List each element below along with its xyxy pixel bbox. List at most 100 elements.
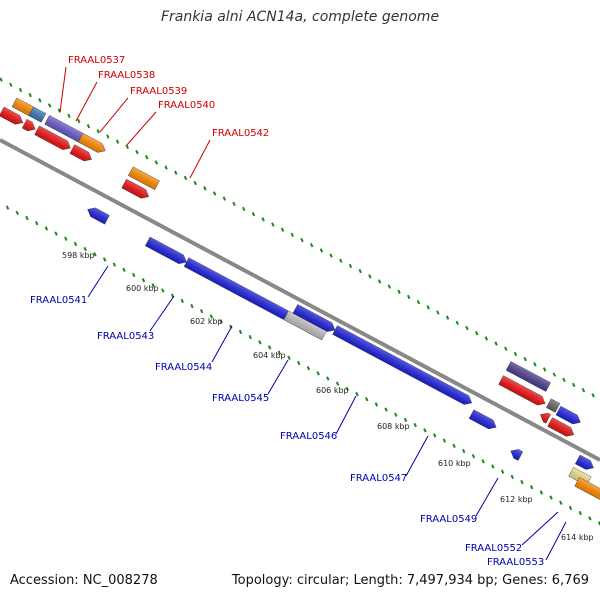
ruler-tick [513, 351, 518, 357]
ruler-tick [297, 360, 301, 366]
gene-label-fraal0544[interactable]: FRAAL0544 [155, 362, 212, 373]
scale-label: 598 kbp [62, 251, 95, 260]
topology-text: Topology: circular; Length: 7,497,934 bp… [231, 573, 589, 588]
gene-orange-corner-shade [574, 477, 600, 501]
ruler-tick [28, 92, 32, 98]
ruler-tick [209, 314, 214, 319]
ruler-tick [251, 211, 256, 217]
ruler-tick [180, 298, 184, 304]
ruler-tick [452, 443, 456, 448]
ruler-tick [416, 299, 421, 305]
ruler-tick [549, 495, 553, 500]
gene-red-3-shade [34, 125, 71, 150]
ruler-tick [280, 227, 285, 232]
ruler-tick [106, 134, 110, 139]
gene-fraal0552-shade [575, 454, 594, 470]
ruler-tick [115, 139, 120, 144]
gene-fraal0540-shade [78, 133, 106, 153]
leader-line-bottom [267, 359, 289, 395]
gene-fraal0546-shade [292, 304, 336, 332]
ruler-group [0, 77, 600, 526]
gene-red-right-2-shade [547, 417, 574, 437]
ruler-tick [578, 510, 582, 516]
ruler-tick [203, 186, 207, 191]
ruler-tick [38, 98, 42, 103]
scale-labels: 598 kbp 600 kbp 602 kbp 604 kbp 606 kbp … [62, 251, 594, 542]
gene-label-fraal0546[interactable]: FRAAL0546 [280, 431, 337, 442]
gene-label-fraal0542[interactable]: FRAAL0542 [212, 128, 269, 139]
gene-label-fraal0540[interactable]: FRAAL0540 [158, 100, 215, 111]
ruler-tick [484, 336, 489, 341]
ruler-tick [523, 356, 527, 362]
ruler-tick [510, 474, 514, 480]
gene-label-fraal0553[interactable]: FRAAL0553 [487, 557, 544, 568]
ruler-tick [193, 180, 197, 186]
ruler-tick [34, 221, 39, 226]
scale-label: 608 kbp [377, 422, 410, 431]
ruler-tick [413, 422, 417, 428]
gene-fraal0543-shade [145, 236, 187, 264]
ruler-tick [290, 232, 294, 238]
ruler-tick [552, 372, 557, 377]
bottom-gene-labels: FRAAL0541 FRAAL0543 FRAAL0544 FRAAL0545 … [30, 295, 544, 568]
gene-label-fraal0545[interactable]: FRAAL0545 [212, 393, 269, 404]
ruler-tick [542, 367, 547, 372]
gene-label-fraal0549[interactable]: FRAAL0549 [420, 514, 477, 525]
leader-line-bottom [149, 295, 175, 332]
ruler-tick [529, 485, 534, 490]
ruler-tick [481, 459, 485, 464]
gene-label-fraal0537[interactable]: FRAAL0537 [68, 55, 125, 66]
leader-line-bottom [475, 477, 499, 517]
ruler-tick [568, 505, 573, 511]
ruler-tick [287, 355, 291, 360]
ruler-tick [309, 243, 314, 248]
scale-label: 610 kbp [438, 459, 471, 468]
ruler-tick [377, 279, 382, 284]
gene-gray-small-shade [546, 398, 560, 413]
ruler-tick [326, 376, 330, 381]
leader-line-bottom [87, 265, 109, 298]
scale-label: 612 kbp [500, 495, 533, 504]
gene-fraal0549-shade [469, 409, 497, 429]
ruler-tick [533, 362, 537, 367]
ruler-tick [358, 268, 362, 274]
ruler-tick [248, 334, 252, 340]
leader-line-top [189, 139, 211, 179]
ruler-tick [572, 382, 576, 388]
ruler-tick [316, 371, 320, 376]
ruler-tick [5, 205, 10, 210]
gene-red-small-shade [540, 412, 551, 424]
ruler-tick [591, 393, 595, 398]
ruler-tick [364, 397, 369, 402]
gene-fraal0545-shade [283, 310, 327, 340]
ruler-tick [144, 155, 149, 160]
leader-line-top [99, 97, 129, 133]
ruler-tick [500, 469, 505, 474]
leader-line-bottom [521, 511, 559, 546]
gene-label-fraal0543[interactable]: FRAAL0543 [97, 331, 154, 342]
ruler-tick [465, 325, 469, 331]
ruler-tick [436, 310, 440, 315]
gene-fraal0537-shade [12, 97, 34, 116]
gene-label-fraal0541[interactable]: FRAAL0541 [30, 295, 87, 306]
gene-label-fraal0538[interactable]: FRAAL0538 [98, 70, 155, 81]
scale-label: 600 kbp [126, 284, 159, 293]
top-gene-labels: FRAAL0537 FRAAL0538 FRAAL0539 FRAAL0540 … [68, 55, 269, 139]
gene-fraal0542-shade [128, 166, 160, 190]
ruler-tick [345, 386, 349, 392]
ruler-tick [135, 149, 139, 155]
ruler-tick [581, 387, 586, 393]
ruler-tick [96, 129, 100, 134]
ruler-tick [212, 191, 217, 196]
ruler-tick [154, 160, 159, 165]
gene-label-fraal0552[interactable]: FRAAL0552 [465, 543, 522, 554]
gene-track [0, 97, 600, 501]
gene-label-fraal0539[interactable]: FRAAL0539 [130, 86, 187, 97]
ruler-tick [64, 236, 68, 241]
leader-line-bottom [211, 325, 233, 363]
gene-purple-right-shade [506, 361, 551, 392]
ruler-tick [222, 196, 227, 201]
ruler-tick [407, 294, 411, 300]
gene-label-fraal0547[interactable]: FRAAL0547 [350, 473, 407, 484]
